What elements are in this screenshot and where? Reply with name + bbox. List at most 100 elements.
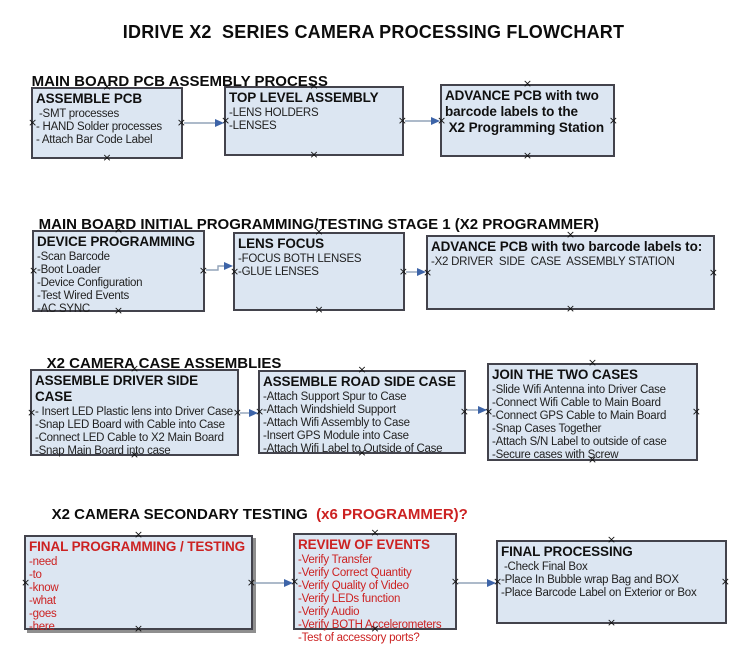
box-step: -Slide Wifi Antenna into Driver Case: [492, 384, 666, 396]
box-step: -Verify Quality of Video: [298, 580, 409, 592]
box-title: ADVANCE PCB with two barcode labels to:: [431, 239, 703, 254]
flow-box-lens-focus: LENS FOCUS -FOCUS BOTH LENSES -GLUE LENS…: [230, 226, 408, 316]
section-heading-case-assemblies: X2 CAMERA CASE ASSEMBLIES: [30, 338, 282, 389]
box-step: -Place In Bubble wrap Bag and BOX: [501, 574, 679, 586]
anchor-mark: ×: [450, 574, 460, 588]
box-title: JOIN THE TWO CASES: [492, 367, 638, 382]
anchor-mark: ×: [587, 356, 598, 369]
box-title: ADVANCE PCB with two barcode labels to t…: [445, 88, 604, 135]
box-step: -Insert GPS Module into Case: [263, 430, 409, 442]
anchor-mark: ×: [459, 405, 469, 418]
flow-box-assemble-driver-side-case: ASSEMBLE DRIVER SIDE CASE - Insert LED P…: [27, 363, 242, 460]
arrowhead-icon: [478, 406, 487, 414]
section-heading-accent-text: (x6 PROGRAMMER)?: [311, 506, 468, 523]
box-step: -SMT processes: [36, 108, 119, 120]
box-step: -know: [29, 582, 59, 594]
box-step: - Insert LED Plastic lens into Driver Ca…: [35, 406, 233, 418]
box-step: -Connect GPS Cable to Main Board: [492, 410, 667, 422]
section-heading-text: MAIN BOARD PCB ASSEMBLY PROCESS: [31, 73, 328, 90]
box-step: -Verify Correct Quantity: [298, 567, 412, 579]
box-step: -to: [29, 569, 42, 581]
box-step: - Attach Bar Code Label: [36, 134, 153, 146]
box-step: -X2 DRIVER SIDE CASE ASSEMBLY STATION: [431, 256, 675, 268]
arrowhead-icon: [249, 409, 258, 417]
box-step: -GLUE LENSES: [238, 266, 319, 278]
box-step: -Attach Support Spur to Case: [263, 391, 407, 403]
box-step: -LENS HOLDERS: [229, 107, 319, 119]
box-title: FINAL PROGRAMMING / TESTING: [29, 539, 246, 554]
flow-box-advance-pcb-driver-side: ADVANCE PCB with two barcode labels to: …: [423, 229, 718, 315]
box-step: -need: [29, 556, 58, 568]
anchor-mark: ×: [522, 77, 533, 90]
anchor-mark: ×: [102, 151, 112, 164]
box-step: -Attach Windshield Support: [263, 404, 396, 416]
box-step: -Scan Barcode: [37, 251, 110, 263]
box-step: -Snap LED Board with Cable into Case: [35, 419, 225, 431]
flow-box-final-programming-testing: FINAL PROGRAMMING / TESTING -need -to -k…: [21, 529, 256, 634]
box-title: ASSEMBLE PCB: [36, 91, 143, 106]
box-title: ASSEMBLE ROAD SIDE CASE: [263, 374, 456, 389]
flow-box-device-programming: DEVICE PROGRAMMING -Scan Barcode -Boot L…: [29, 224, 208, 316]
anchor-mark: ×: [176, 116, 186, 129]
arrowhead-icon: [215, 119, 224, 127]
anchor-mark: ×: [314, 303, 324, 316]
page-title: IDRIVE X2 SERIES CAMERA PROCESSING FLOWC…: [122, 22, 625, 42]
box-step: -Attach S/N Label to outside of case: [492, 436, 667, 448]
anchor-mark: ×: [357, 363, 367, 376]
box-step: -Place Barcode Label on Exterior or Box: [501, 587, 697, 599]
arrowhead-icon: [224, 262, 233, 270]
arrowhead-icon: [284, 579, 293, 587]
box-step: -Verify BOTH Accelerometers: [298, 619, 442, 631]
anchor-mark: ×: [565, 302, 576, 315]
flow-box-assemble-pcb: ASSEMBLE PCB -SMT processes - HAND Solde…: [28, 81, 186, 164]
section-heading-secondary-testing: X2 CAMERA SECONDARY TESTING (x6 PROGRAMM…: [35, 489, 468, 540]
anchor-mark: ×: [691, 405, 701, 418]
arrow-line-elbow: [206, 265, 226, 271]
box-step: -Verify Audio: [298, 606, 360, 618]
anchor-mark: ×: [232, 405, 242, 419]
box-title: LENS FOCUS: [238, 236, 325, 251]
anchor-mark: ×: [606, 616, 617, 629]
box-title: ASSEMBLE DRIVER SIDE CASE: [35, 373, 202, 404]
box-title: FINAL PROCESSING: [501, 544, 633, 559]
box-step: -Attach Wifi Label to Outside of Case: [263, 443, 443, 455]
anchor-mark: ×: [198, 264, 208, 277]
box-step: - HAND Solder processes: [36, 121, 162, 133]
section-heading-text: MAIN BOARD INITIAL PROGRAMMING/TESTING S…: [38, 216, 599, 233]
section-heading-pcb-assembly: MAIN BOARD PCB ASSEMBLY PROCESS: [15, 56, 328, 107]
box-step: -Device Configuration: [37, 277, 143, 289]
box-step: -Snap Main Board into case: [35, 445, 171, 457]
box-step: -FOCUS BOTH LENSES: [238, 253, 362, 265]
anchor-mark: ×: [522, 149, 533, 162]
anchor-mark: ×: [608, 113, 618, 127]
anchor-mark: ×: [606, 533, 617, 546]
anchor-mark: ×: [423, 265, 433, 279]
box-title: REVIEW OF EVENTS: [298, 537, 430, 552]
flow-box-review-of-events: REVIEW OF EVENTS -Verify Transfer -Verif…: [290, 527, 460, 644]
flow-box-top-level-assembly: TOP LEVEL ASSEMBLY -LENS HOLDERS -LENSES…: [221, 80, 407, 160]
box-step: -AC SYNC: [37, 303, 90, 315]
box-step: -Secure cases with Screw: [492, 449, 619, 461]
box-step: -LENSES: [229, 120, 277, 132]
anchor-mark: ×: [720, 575, 730, 588]
box-step: -Snap Cases Together: [492, 423, 602, 435]
section-heading-text: X2 CAMERA CASE ASSEMBLIES: [46, 355, 282, 372]
box-step: -Test of accessory ports?: [298, 632, 420, 644]
box-step: -Verify Transfer: [298, 554, 372, 566]
flow-box-assemble-road-side-case: ASSEMBLE ROAD SIDE CASE -Attach Support …: [255, 364, 469, 458]
arrowhead-icon: [487, 579, 496, 587]
arrowhead-icon: [417, 268, 426, 276]
box-step: -Connect LED Cable to X2 Main Board: [35, 432, 224, 444]
anchor-mark: ×: [246, 575, 256, 589]
anchor-mark: ×: [398, 264, 408, 278]
flow-box-join-the-two-cases: JOIN THE TWO CASES -Slide Wifi Antenna i…: [484, 357, 701, 465]
box-title: TOP LEVEL ASSEMBLY: [229, 90, 379, 105]
arrowhead-icon: [431, 117, 440, 125]
box-title: DEVICE PROGRAMMING: [37, 234, 195, 249]
box-step: -goes: [29, 608, 57, 620]
section-heading-text: X2 CAMERA SECONDARY TESTING: [51, 506, 312, 523]
box-step: -Attach Wifi Assembly to Case: [263, 417, 410, 429]
flow-box-advance-pcb-programming-station: ADVANCE PCB with two barcode labels to t…: [437, 78, 618, 162]
box-step: -Connect Wifi Cable to Main Board: [492, 397, 661, 409]
